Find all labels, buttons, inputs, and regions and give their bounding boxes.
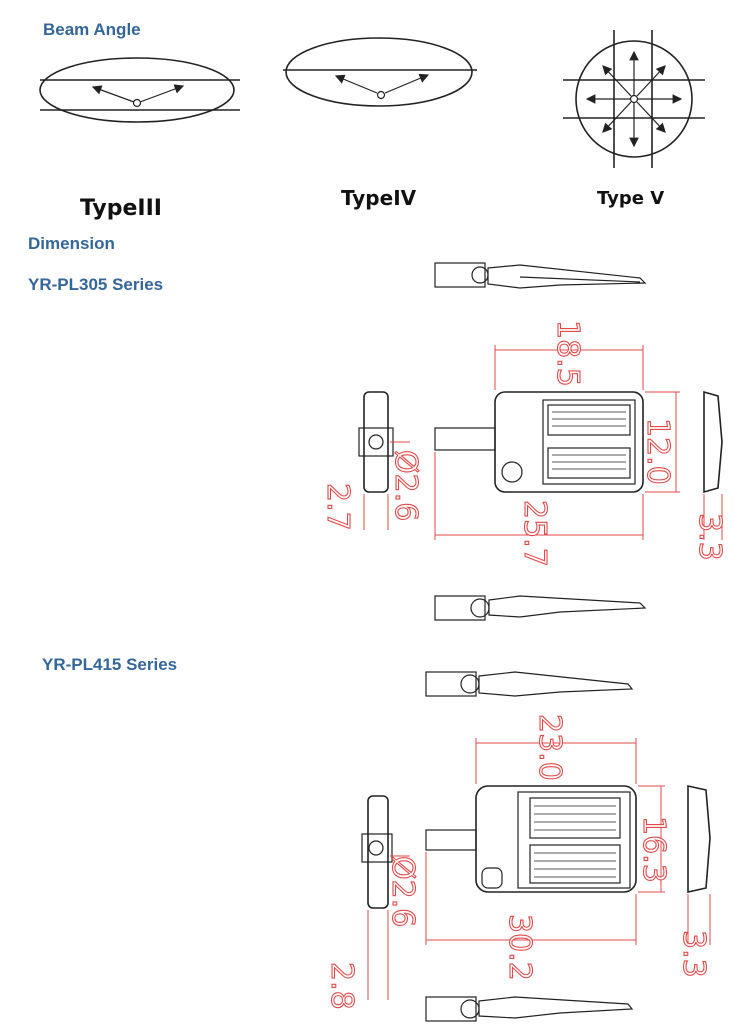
pl415-pole-diameter-label: Ø2.6 (385, 856, 420, 927)
pl305-body-height-label: 12.0 (640, 418, 675, 485)
beam-angle-heading: Beam Angle (43, 20, 141, 39)
pl305-thickness-view (703, 390, 723, 494)
type-v-diagram (563, 30, 705, 168)
pl415-dimension-lines (367, 738, 711, 1000)
pl415-overall-length-label: 30.2 (502, 914, 537, 981)
type-iii-diagram (39, 57, 240, 123)
pl305-bottom-profile (434, 595, 647, 621)
pl415-bottom-profile (425, 996, 634, 1022)
pl305-body-front (434, 391, 644, 493)
type-iv-label: TypeIV (341, 186, 417, 210)
pl305-arm-length-label: 2.7 (320, 483, 355, 531)
pl305-overall-length-label: 25.7 (517, 500, 552, 567)
pl415-arm-length-label: 2.8 (324, 962, 359, 1010)
pl415-body-front (425, 785, 637, 893)
type-iii-label: TypeIII (80, 196, 162, 221)
pl415-top-width-label: 23.0 (532, 714, 567, 781)
pl415-body-height-label: 16.3 (636, 816, 671, 883)
pl415-thickness-view (687, 785, 711, 893)
type-iv-diagram (283, 37, 477, 107)
pl415-thickness-label: 3.3 (676, 930, 711, 978)
series-pl415-heading: YR-PL415 Series (42, 655, 178, 674)
dimension-heading: Dimension (28, 234, 115, 253)
pl415-side-bracket (361, 795, 393, 909)
pl305-thickness-label: 3.3 (692, 513, 727, 561)
type-v-label: Type V (597, 188, 665, 209)
pl305-top-profile (434, 262, 647, 289)
pl415-top-profile (425, 671, 634, 697)
pl305-top-width-label: 18.5 (550, 320, 585, 387)
pl305-dimension-lines (363, 345, 723, 540)
pl305-pole-diameter-label: Ø2.6 (388, 450, 423, 521)
series-pl305-heading: YR-PL305 Series (28, 275, 164, 294)
